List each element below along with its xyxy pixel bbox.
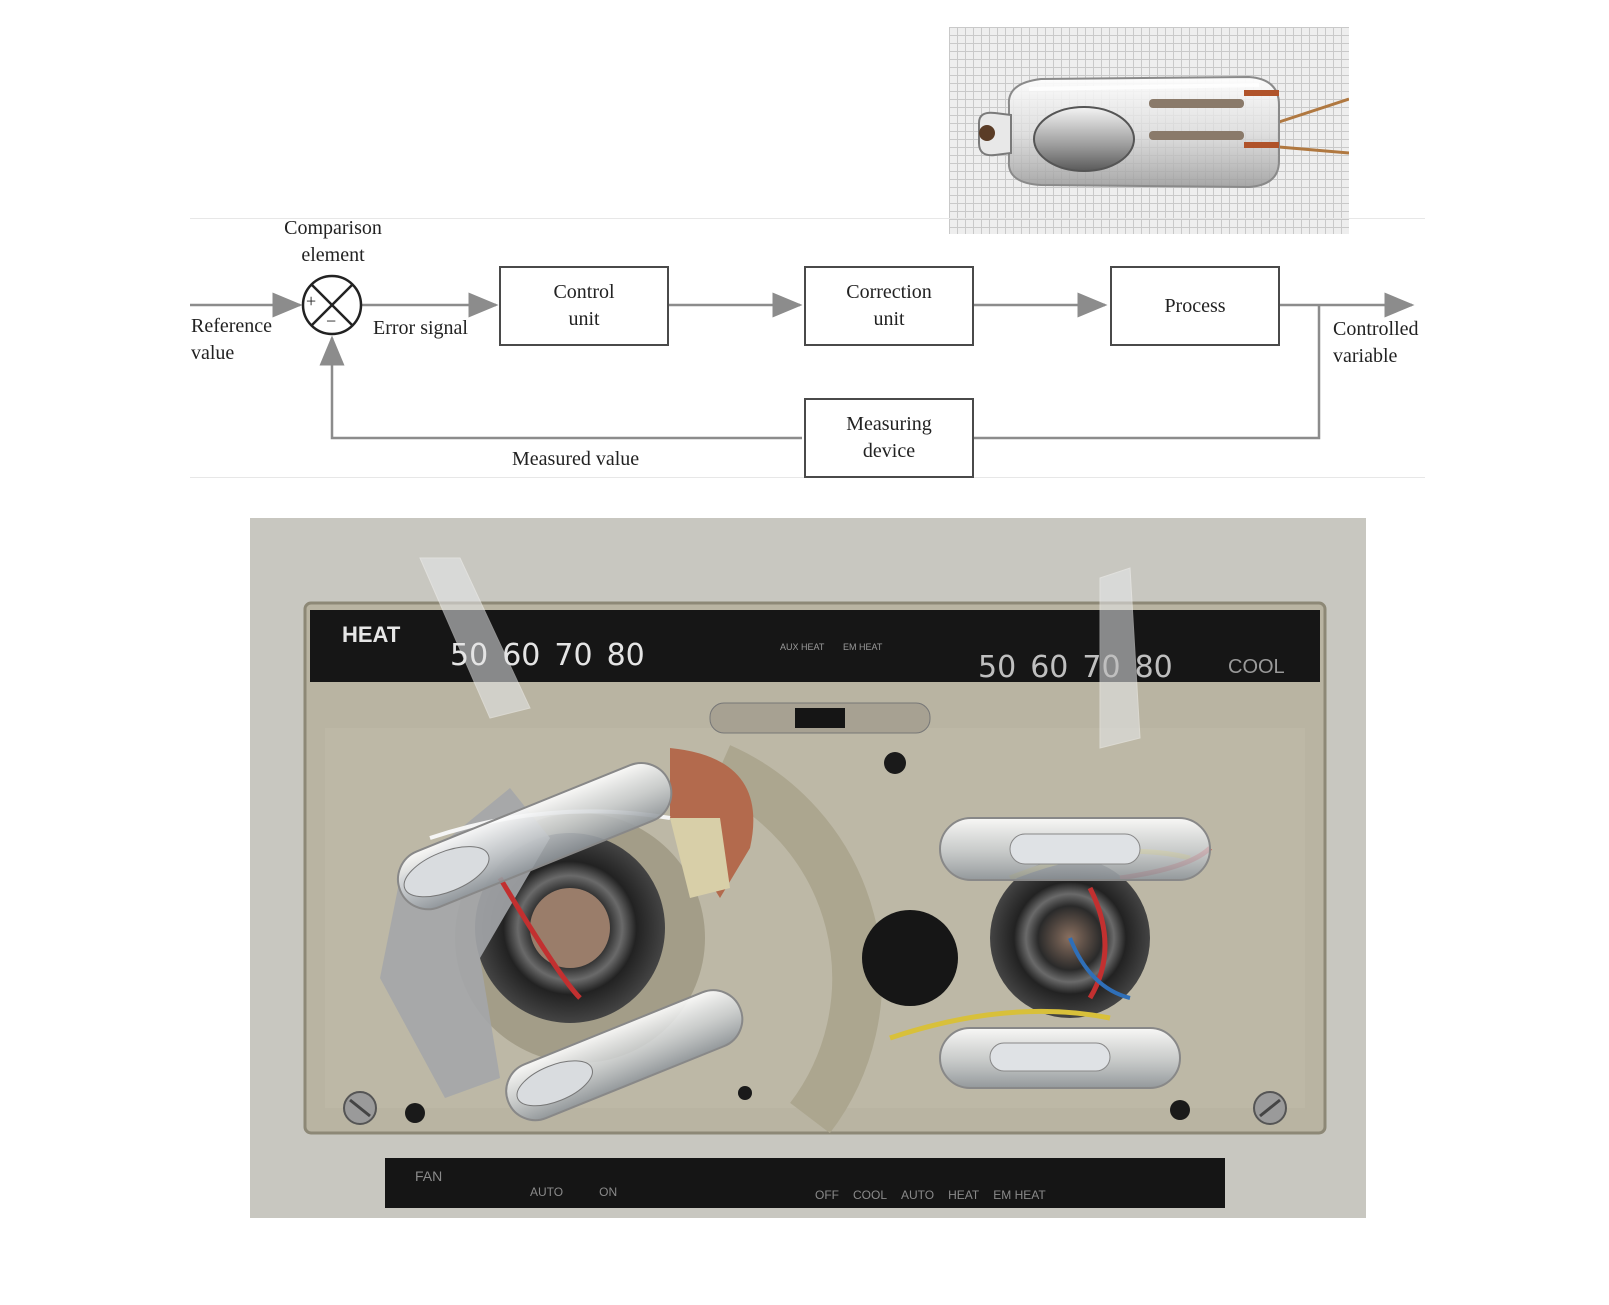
em-heat-indicator: EM HEAT [843, 642, 883, 652]
measured-value-label: Measured value [512, 448, 640, 470]
system-switch-options: OFF COOL AUTO HEAT EM HEAT [815, 1188, 1046, 1202]
block-diagram-connectors [190, 274, 1415, 440]
system-off-option: OFF [815, 1188, 839, 1202]
thermostat-illustration [250, 518, 1366, 1218]
measuring-device-text: Measuring device [846, 413, 932, 462]
selector-bar [385, 1158, 1225, 1208]
heat-mercury-tube-lower [505, 989, 744, 1122]
cool-mercury-tube-upper [939, 817, 1211, 881]
heat-scale-50: 50 [450, 638, 489, 673]
aux-heat-indicator: AUX HEAT [780, 642, 825, 652]
heat-scale-70: 70 [554, 638, 593, 673]
plus-sign: + [306, 291, 317, 311]
output-to-measuring-line [972, 305, 1321, 440]
summing-junction [301, 274, 363, 336]
comparison-element-label: Comparison element [284, 217, 382, 266]
mercury-switch-illustration [978, 75, 1349, 189]
heat-scale-60: 60 [502, 638, 541, 673]
system-em-heat-option: EM HEAT [993, 1188, 1046, 1202]
cool-temperature-scale: 50 60 70 80 [978, 650, 1173, 685]
fan-auto-option: AUTO [530, 1185, 564, 1199]
control-unit-text: Control unit [553, 281, 615, 330]
reference-value-label: Reference value [191, 315, 273, 364]
error-signal-label: Error signal [373, 317, 468, 339]
heat-label: HEAT [342, 622, 401, 647]
contact-electrodes [1149, 99, 1244, 140]
heat-mercury-tube-upper [397, 762, 673, 911]
process-text: Process [1164, 294, 1226, 317]
fan-switch-options: AUTO ON [530, 1185, 617, 1199]
system-auto-option: AUTO [901, 1188, 935, 1202]
correction-unit-block: Correction unit [804, 266, 974, 346]
diagram-top-rule [190, 218, 1425, 219]
cool-scale-50: 50 [978, 650, 1017, 685]
wire-leads [1278, 97, 1349, 155]
system-heat-option: HEAT [948, 1188, 980, 1202]
heat-temperature-scale: 50 60 70 80 [450, 638, 645, 673]
fan-on-option: ON [599, 1185, 618, 1199]
cool-scale-70: 70 [1082, 650, 1121, 685]
minus-sign: − [326, 311, 337, 331]
cool-scale-80: 80 [1134, 650, 1173, 685]
thermostat-photo: HEAT COOL 50 60 70 80 50 60 70 80 AUX HE… [250, 518, 1366, 1218]
mercury-switch-photo [949, 27, 1349, 234]
correction-unit-text: Correction unit [846, 281, 932, 330]
fan-label: FAN [415, 1168, 443, 1184]
process-block: Process [1110, 266, 1280, 346]
measuring-device-block: Measuring device [804, 398, 974, 478]
controlled-variable-label: Controlled variable [1333, 318, 1419, 367]
cool-label: COOL [1228, 656, 1285, 678]
control-unit-block: Control unit [499, 266, 669, 346]
feedback-arrow [319, 335, 802, 440]
cool-mercury-tube-lower [939, 1027, 1181, 1089]
system-cool-option: COOL [853, 1188, 888, 1202]
heat-scale-80: 80 [606, 638, 645, 673]
cool-scale-60: 60 [1030, 650, 1069, 685]
